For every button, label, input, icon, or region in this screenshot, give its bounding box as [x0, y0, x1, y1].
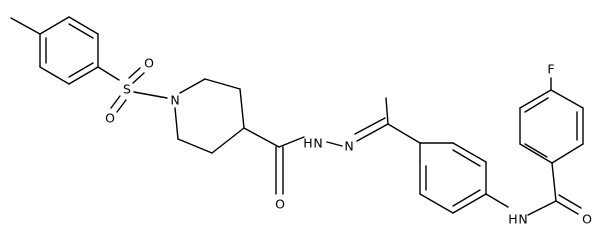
bond [97, 66, 120, 81]
bond [452, 149, 481, 167]
sulfonyl-oxygen-upper-label: O [144, 56, 154, 71]
bond [68, 16, 99, 35]
bond [524, 97, 549, 113]
bond [132, 72, 145, 84]
bond [527, 200, 557, 216]
bond [326, 141, 343, 147]
amide-hydrogen-label: H [508, 212, 517, 227]
bond [551, 162, 557, 202]
bond [239, 88, 245, 129]
bond [204, 78, 241, 90]
bond [519, 143, 553, 164]
bond [211, 127, 245, 154]
bond [419, 193, 454, 214]
bond [39, 66, 70, 85]
bond [179, 78, 206, 94]
atom-labels: S O O N N H N O N H O F [105, 56, 592, 227]
bond [385, 97, 389, 125]
bond [128, 67, 141, 79]
amide-nitrogen-label: N [518, 212, 527, 227]
amide-carbonyl-oxygen-label: O [582, 212, 592, 227]
sulfur-label: S [123, 82, 131, 97]
bond [558, 194, 582, 209]
bond [68, 66, 99, 85]
bond [110, 95, 121, 109]
bond [10, 17, 41, 35]
bond [485, 193, 509, 208]
bond [116, 99, 127, 113]
bond [452, 193, 487, 214]
bond [243, 127, 280, 148]
imine-nitrogen-label: N [344, 139, 353, 154]
hydrazide-carbonyl-oxygen-label: O [275, 197, 285, 212]
bond [387, 123, 421, 144]
bond [555, 200, 579, 215]
fluorine-label: F [547, 62, 554, 77]
hydrazide-hydrogen-label: H [303, 136, 312, 151]
bond-lines [10, 16, 584, 216]
bond [68, 62, 94, 78]
bond [174, 107, 179, 140]
bond [452, 189, 481, 207]
bond [356, 123, 389, 142]
bond [177, 138, 213, 154]
piperidine-nitrogen-label: N [170, 93, 179, 108]
bond [68, 23, 94, 39]
bond [524, 143, 548, 158]
bond [551, 143, 584, 164]
bond [39, 16, 70, 35]
bond [452, 142, 487, 163]
sulfonyl-oxygen-lower-label: O [105, 111, 115, 126]
hydrazide-nitrogen-label: N [313, 136, 322, 151]
bond [278, 136, 305, 148]
bond [133, 91, 168, 99]
bond [354, 117, 386, 135]
bond [519, 89, 552, 109]
bond [550, 89, 584, 109]
